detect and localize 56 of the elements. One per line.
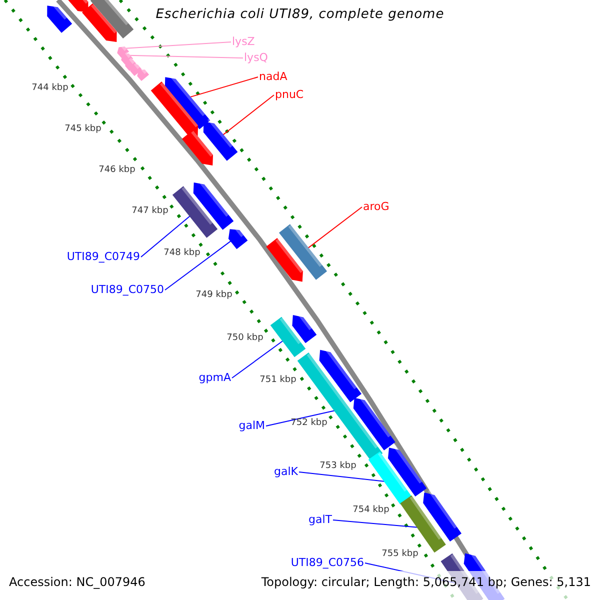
leader-line xyxy=(128,54,244,58)
gene-label: nadA xyxy=(259,70,288,84)
gene-bar xyxy=(90,0,134,38)
gene-bar xyxy=(82,3,117,42)
gene-bar xyxy=(423,489,462,542)
position-label: 752 kbp xyxy=(290,417,328,430)
position-label: 751 kbp xyxy=(260,374,296,387)
leader-line xyxy=(124,42,232,49)
gene-bar xyxy=(266,238,303,282)
gene-bar xyxy=(172,186,218,238)
position-label: 747 kbp xyxy=(132,205,168,218)
map-title: Escherichia coli UTI89, complete genome xyxy=(154,8,446,22)
gene-bar xyxy=(368,452,412,504)
gene-label: UTI89_C0750 xyxy=(90,283,164,297)
gene-bar xyxy=(278,224,328,280)
position-label: 749 kbp xyxy=(196,289,232,302)
gene-label: UTI89_C0749 xyxy=(66,250,140,264)
gene-label: gpmA xyxy=(198,371,231,385)
gene-label: galK xyxy=(274,465,298,479)
position-label: 753 kbp xyxy=(320,460,356,473)
gene-bar xyxy=(182,130,213,166)
gene-bar xyxy=(270,316,306,358)
gene-label: aroG xyxy=(363,200,390,214)
position-label: 746 kbp xyxy=(98,164,136,177)
leader-line xyxy=(164,240,232,290)
position-label: 754 kbp xyxy=(352,504,390,517)
accession-text: Accession: NC_007946 xyxy=(9,575,146,589)
leader-line xyxy=(189,76,258,98)
leader-line xyxy=(298,472,386,482)
gene-bar xyxy=(319,346,362,402)
position-label: 755 kbp xyxy=(382,548,418,561)
leader-line xyxy=(232,340,284,378)
gene-bar xyxy=(66,0,88,12)
leader-line xyxy=(222,94,274,136)
gene-bar xyxy=(150,82,198,136)
gene-bar xyxy=(388,444,427,496)
gene-bar xyxy=(353,394,396,450)
gene-label: galM xyxy=(238,419,265,433)
leader-line xyxy=(266,410,336,426)
gene-label: pnuC xyxy=(275,88,304,102)
gene-bar xyxy=(130,62,142,76)
position-label: 744 kbp xyxy=(32,82,68,95)
leader-line xyxy=(140,215,191,258)
position-label: 745 kbp xyxy=(64,123,102,136)
genome-stats-text: Topology: circular; Length: 5,065,741 bp; Genes: 5,131 xyxy=(261,575,591,589)
gene-label: lysQ xyxy=(244,51,268,65)
position-label: 748 kbp xyxy=(164,247,200,260)
gene-bar xyxy=(117,44,130,58)
gene-bar xyxy=(203,118,238,161)
position-label: 750 kbp xyxy=(226,332,264,345)
gene-label: lysZ xyxy=(232,35,255,49)
leader-line xyxy=(332,520,419,528)
gene-label: UTI89_C0756 xyxy=(290,556,364,570)
gene-bar xyxy=(137,68,150,82)
leader-line xyxy=(307,206,362,249)
gene-label: galT xyxy=(308,513,332,527)
